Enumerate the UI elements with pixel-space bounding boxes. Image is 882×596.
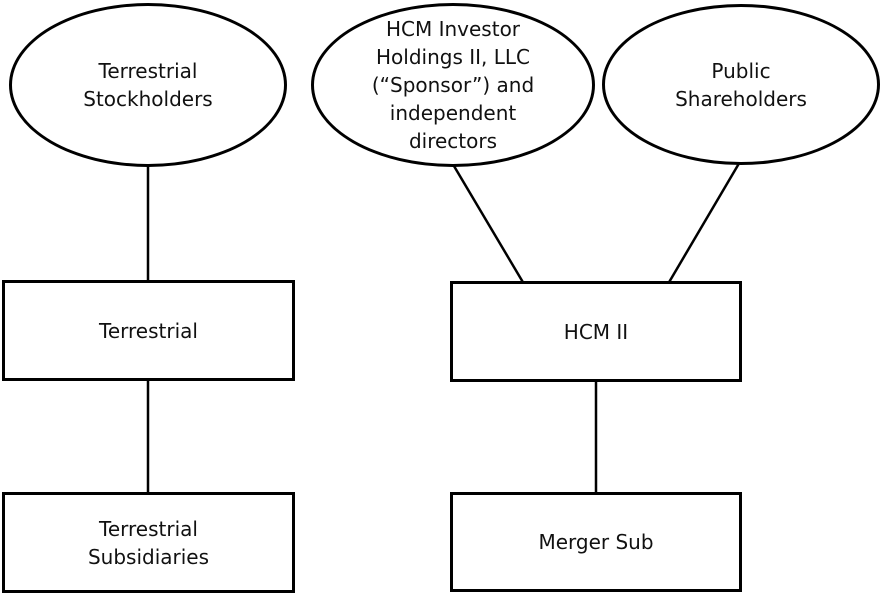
node-terrestrial: Terrestrial — [2, 280, 295, 381]
node-terrestrial-stockholders: Terrestrial Stockholders — [9, 3, 287, 167]
node-terrestrial-subsidiaries: Terrestrial Subsidiaries — [2, 492, 295, 593]
node-terrestrial-label: Terrestrial — [99, 318, 198, 343]
node-public-shareholders-label: Public Shareholders — [675, 58, 807, 111]
node-sponsor: HCM Investor Holdings II, LLC (“Sponsor”… — [311, 3, 595, 167]
node-terrestrial-subsidiaries-label: Terrestrial Subsidiaries — [87, 516, 210, 569]
node-terrestrial-stockholders-label: Terrestrial Stockholders — [83, 59, 213, 111]
node-hcm-ii: HCM II — [450, 281, 742, 382]
node-merger-sub: Merger Sub — [450, 492, 742, 592]
edge-public-shareholders-to-hcm-ii — [666, 159, 743, 285]
node-hcm-ii-label: HCM II — [563, 319, 629, 344]
node-public-shareholders: Public Shareholders — [602, 4, 880, 165]
node-sponsor-label: HCM Investor Holdings II, LLC (“Sponsor”… — [371, 17, 535, 153]
edge-sponsor-to-hcm-ii — [449, 160, 526, 285]
node-merger-sub-label: Merger Sub — [538, 530, 654, 554]
